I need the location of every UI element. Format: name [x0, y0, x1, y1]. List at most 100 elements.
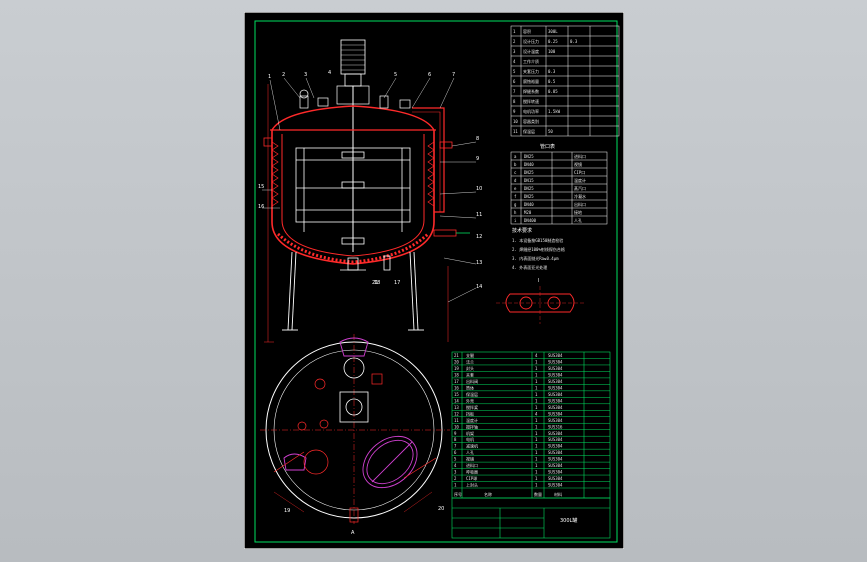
parts-cell: 1 — [535, 385, 538, 390]
parts-cell: SUS304 — [548, 470, 563, 475]
parts-cell: SUS316 — [548, 424, 563, 429]
spec-cell: 8 — [513, 99, 516, 104]
insulation-hatch — [276, 232, 430, 264]
parts-cell: 外壳 — [466, 397, 474, 403]
vessel-shell — [281, 134, 425, 257]
parts-cell: SUS304 — [548, 444, 563, 449]
nozzle-cell: 视镜 — [574, 161, 582, 167]
parts-cell: 3 — [454, 470, 457, 475]
drawing-frame — [254, 20, 618, 543]
spec-cell: 容器类别 — [523, 118, 539, 124]
nozzle-cell: f — [514, 194, 517, 199]
parts-cell: 人孔 — [466, 449, 474, 455]
plan-view — [260, 334, 450, 524]
callout-number: 15 — [258, 184, 264, 190]
parts-cell: 18 — [454, 372, 459, 377]
parts-cell: 减速机 — [466, 443, 478, 449]
parts-cell: 挡板 — [466, 410, 474, 416]
spec-cell: 0.25 — [548, 39, 558, 44]
parts-cell: 进料口 — [466, 462, 478, 468]
jacket-coils — [271, 141, 435, 207]
parts-cell: 支腿 — [466, 352, 474, 358]
callout-number: 6 — [428, 72, 431, 78]
spec-cell: 4 — [513, 59, 516, 64]
parts-cell: SUS304 — [548, 366, 563, 371]
nozzle-cell: DN25 — [524, 170, 534, 175]
vessel-jacket — [271, 130, 435, 265]
parts-cell: 5 — [454, 457, 457, 462]
callout-number: 20 — [438, 506, 444, 512]
parts-cell: 21 — [454, 353, 459, 358]
spec-cell: 3 — [513, 49, 516, 54]
nozzle-cell: M20 — [524, 210, 532, 215]
nozzle-cell: 进料口 — [574, 153, 586, 159]
note-line: 3. 内表面抛光Ra≤0.4μm — [512, 255, 559, 261]
nozzle-cell: d — [514, 178, 517, 183]
spec-cell: 保温层 — [523, 128, 535, 134]
callout-number: 3 — [304, 72, 307, 78]
nozzle-cell: CIP口 — [574, 170, 585, 175]
note-line: 4. 外表面亚光处理 — [512, 264, 547, 270]
spec-cell: 7 — [513, 89, 516, 94]
nozzle-table — [510, 151, 608, 225]
plan-nozzles — [273, 373, 437, 523]
nozzle-cell: 冷凝水 — [574, 193, 586, 199]
parts-header-cell: 材料 — [554, 491, 562, 497]
leader-lines — [262, 77, 477, 303]
nozzle-cell: DN25 — [524, 194, 534, 199]
callout-number: 12 — [476, 234, 482, 240]
notes-heading: 技术要求 — [512, 227, 532, 234]
nozzle-cell: i — [514, 218, 517, 223]
parts-cell: 1 — [535, 470, 538, 475]
spec-cell: 容积 — [523, 28, 531, 34]
callout-number: 21 — [372, 280, 378, 286]
spec-cell: 100 — [548, 49, 556, 54]
parts-cell: SUS304 — [548, 483, 563, 488]
parts-cell: 8 — [454, 437, 457, 442]
parts-cell: SUS304 — [548, 476, 563, 481]
callout-number: 2 — [282, 72, 285, 78]
parts-cell: 1 — [535, 392, 538, 397]
bottom-outlet — [340, 255, 391, 271]
parts-cell: SUS304 — [548, 437, 563, 442]
plan-sight-glass — [343, 357, 365, 379]
spec-cell: 0.85 — [548, 89, 558, 94]
parts-cell: 10 — [454, 424, 459, 429]
parts-cell: 4 — [454, 463, 457, 468]
plan-motor-base — [339, 391, 369, 423]
parts-cell: SUS304 — [548, 418, 563, 423]
parts-header-cell: 数量 — [534, 491, 542, 497]
spec-cell: 搅拌转速 — [523, 98, 539, 104]
parts-header-cell: 名称 — [484, 491, 492, 497]
parts-cell: SUS304 — [548, 385, 563, 390]
callout-number: 10 — [476, 186, 482, 192]
spec-cell: 0.5 — [548, 79, 556, 84]
parts-cell: 温度计 — [466, 417, 478, 423]
parts-cell: 11 — [454, 418, 459, 423]
parts-cell: SUS304 — [548, 360, 563, 365]
spec-cell: 300L — [548, 29, 558, 34]
spec-cell: 电机功率 — [523, 108, 539, 114]
parts-cell: 4 — [535, 411, 538, 416]
callout-number: 7 — [452, 72, 455, 78]
nozzle-cell: DN40 — [524, 202, 534, 207]
parts-cell: SUS304 — [548, 463, 563, 468]
top-head — [271, 105, 435, 131]
spec-cell: 11 — [513, 129, 518, 134]
spec-cell: 腐蚀裕量 — [523, 78, 539, 84]
parts-cell: 14 — [454, 398, 459, 403]
support-legs — [282, 251, 424, 331]
parts-header-cell: 序号 — [454, 491, 462, 497]
nozzle-table-heading: 管口表 — [540, 143, 555, 150]
parts-cell: 7 — [454, 444, 457, 449]
nozzle-cell: DN25 — [524, 186, 534, 191]
spec-cell: 夹套压力 — [523, 68, 539, 74]
parts-cell: 1 — [535, 366, 538, 371]
parts-cell: SUS304 — [548, 353, 563, 358]
spec-cell: 设计温度 — [523, 48, 539, 54]
top-nozzles — [299, 89, 411, 109]
parts-cell: 1 — [535, 424, 538, 429]
parts-cell: 呼吸器 — [466, 469, 478, 475]
